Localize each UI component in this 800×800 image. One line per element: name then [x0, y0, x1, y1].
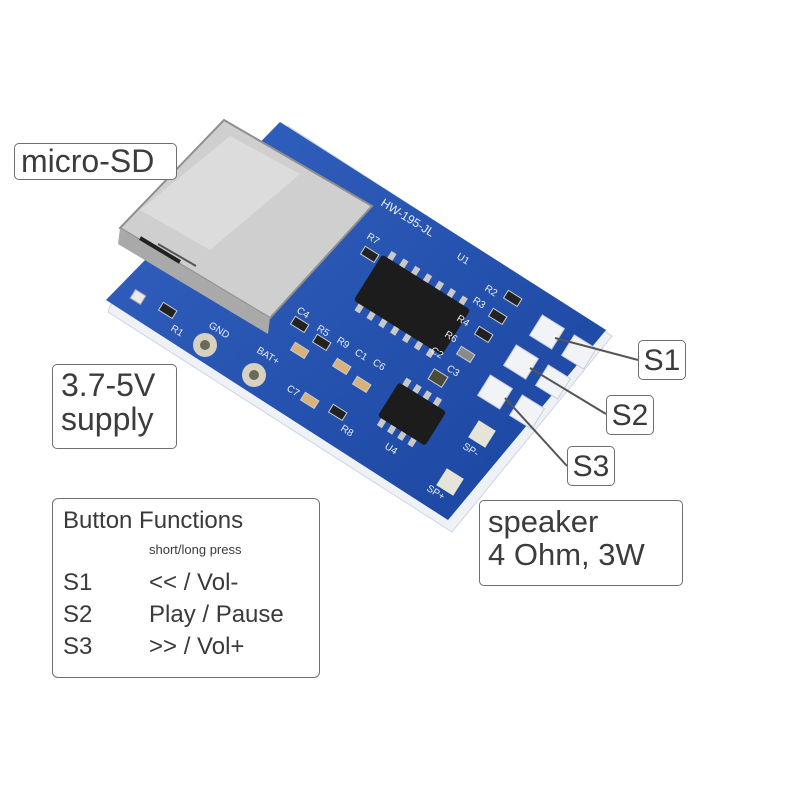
callout-line-s2 — [529, 367, 607, 415]
function-row-s1: S1 << / Vol- — [63, 569, 238, 597]
chip-u1 — [354, 250, 470, 358]
speaker-spec-text: 4 Ohm, 3W — [488, 536, 645, 572]
chip-u4 — [376, 377, 446, 448]
smd-components — [129, 245, 523, 422]
s2-label: S2 — [606, 395, 654, 435]
button-functions-subtitle: short/long press — [149, 542, 242, 557]
supply-voltage-text: 3.7-5V — [61, 367, 156, 403]
supply-label: 3.7-5V supply — [52, 364, 177, 449]
micro-sd-label: micro-SD — [14, 143, 177, 180]
sp-minus-pad — [468, 420, 496, 448]
supply-word-text: supply — [61, 400, 154, 437]
callout-line-s1 — [554, 337, 639, 361]
speaker-word-text: speaker — [488, 504, 599, 539]
micro-sd-slot — [118, 118, 374, 334]
speaker-label: speaker 4 Ohm, 3W — [479, 500, 683, 586]
function-action: Play / Pause — [149, 601, 284, 628]
callout-line-s3 — [504, 397, 568, 467]
function-action: >> / Vol+ — [149, 633, 245, 660]
micro-sd-label-text: micro-SD — [21, 143, 155, 179]
callout-lines — [504, 337, 639, 467]
sp-plus-pad — [436, 468, 464, 496]
s1-label: S1 — [638, 340, 686, 380]
button-functions-box: Button Functions short/long press S1 << /… — [52, 498, 320, 678]
function-row-s2: S2 Play / Pause — [63, 601, 284, 629]
button-functions-title: Button Functions — [63, 507, 244, 534]
function-row-s3: S3 >> / Vol+ — [63, 633, 244, 661]
function-action: << / Vol- — [149, 569, 239, 596]
function-key: S2 — [63, 601, 93, 628]
s3-label: S3 — [567, 446, 615, 486]
function-key: S3 — [63, 633, 93, 660]
function-key: S1 — [63, 569, 93, 596]
